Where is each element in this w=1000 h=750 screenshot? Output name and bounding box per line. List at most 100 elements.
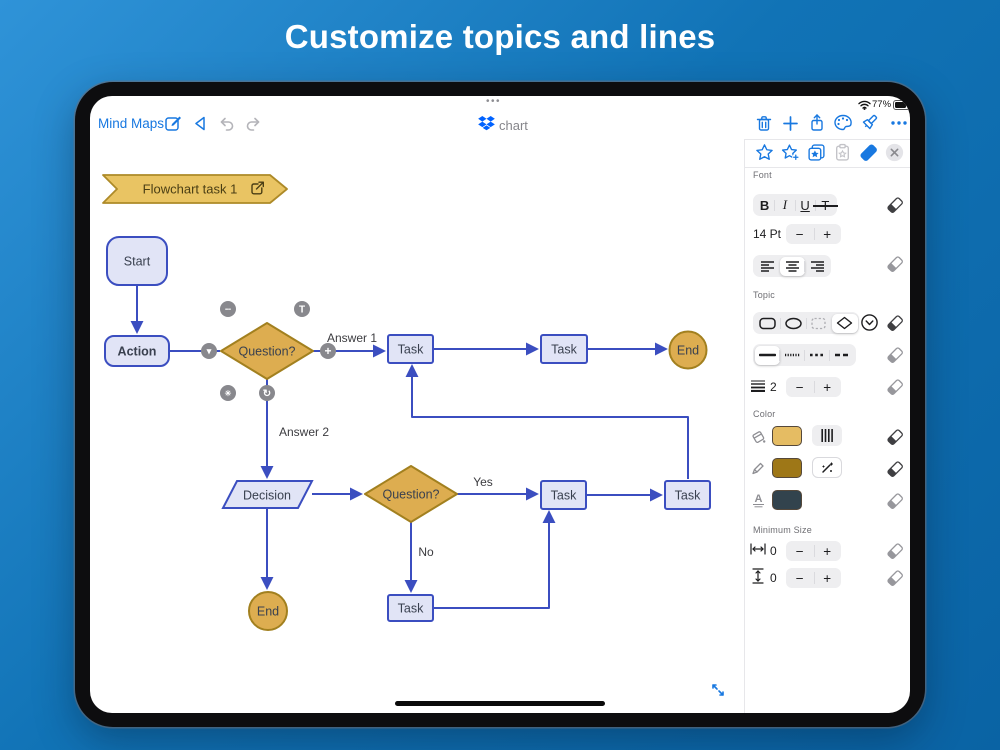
clear-style-icon[interactable] <box>859 143 878 162</box>
flowchart-node-end[interactable]: End <box>668 330 708 370</box>
underline-button[interactable]: U <box>794 196 815 215</box>
line-style-segment <box>753 344 856 366</box>
flowchart-node-task[interactable]: Task <box>540 480 587 510</box>
external-link-icon[interactable] <box>251 181 264 195</box>
flowchart-node-question[interactable]: Question? <box>364 465 458 523</box>
add-favorite-style-icon[interactable] <box>781 143 800 162</box>
home-indicator[interactable] <box>395 701 605 706</box>
style-favorite-icon[interactable] <box>755 143 774 162</box>
paste-style-icon[interactable] <box>833 143 852 162</box>
back-icon[interactable] <box>192 115 209 132</box>
line-width-decrease-button[interactable]: − <box>795 379 804 395</box>
min-width-eraser-icon[interactable] <box>886 542 904 560</box>
shape-diamond-button[interactable] <box>831 313 858 333</box>
more-shapes-icon[interactable] <box>861 314 878 331</box>
node-handle[interactable]: + <box>320 343 336 359</box>
svg-text:T: T <box>299 305 305 316</box>
fill-color-swatch[interactable] <box>772 426 802 446</box>
line-width-eraser-icon[interactable] <box>886 378 904 396</box>
shape-ellipse-button[interactable] <box>779 314 806 333</box>
node-label: Task <box>398 343 424 357</box>
trash-icon[interactable] <box>755 114 773 133</box>
node-handle[interactable]: ••• <box>220 301 236 317</box>
min-width-decrease-button[interactable]: − <box>795 543 804 559</box>
font-size-decrease-button[interactable]: − <box>795 226 804 242</box>
text-color-eraser-icon[interactable] <box>886 492 904 510</box>
node-handle[interactable]: ↻ <box>259 385 275 401</box>
flowchart-node-end[interactable]: End <box>248 591 288 631</box>
svg-text:•••: ••• <box>225 307 231 313</box>
font-size-stepper: − + <box>786 224 841 244</box>
flowchart-node-task[interactable]: Task <box>387 594 434 622</box>
flowchart-banner[interactable]: Flowchart task 1 <box>102 174 288 204</box>
shape-rounded-rect-button[interactable] <box>755 314 781 333</box>
line-width-increase-button[interactable]: + <box>813 377 842 397</box>
flowchart-node-action[interactable]: Action <box>104 335 170 367</box>
font-size-increase-button[interactable]: + <box>813 224 842 244</box>
resize-icon[interactable] <box>710 682 726 698</box>
fill-pattern-button[interactable] <box>812 425 842 446</box>
node-handle[interactable]: T <box>294 301 310 317</box>
font-style-segment: B I U T <box>753 194 838 216</box>
text-color-swatch[interactable] <box>772 490 802 510</box>
line-dashed-button[interactable] <box>829 346 855 365</box>
flowchart-node-decision[interactable]: Decision <box>221 480 314 509</box>
strikethrough-button[interactable]: T <box>813 196 838 215</box>
node-label: Task <box>675 489 701 503</box>
redo-icon[interactable] <box>244 115 262 133</box>
line-style-eraser-icon[interactable] <box>886 346 904 364</box>
line-dash-dot-button[interactable] <box>804 346 830 365</box>
flowchart-edge[interactable] <box>433 510 556 609</box>
shape-eraser-icon[interactable] <box>886 314 904 332</box>
border-color-swatch[interactable] <box>772 458 802 478</box>
node-label: Question? <box>383 488 440 502</box>
panel-divider-vertical <box>744 139 745 713</box>
copy-style-icon[interactable] <box>807 143 826 162</box>
multitask-indicator[interactable]: ••• <box>486 96 502 107</box>
line-width-stepper: − + <box>786 377 841 397</box>
node-label: Question? <box>239 345 296 359</box>
font-eraser-icon[interactable] <box>886 196 904 214</box>
line-solid-button[interactable] <box>754 345 780 365</box>
back-to-library-link[interactable]: Mind Maps <box>98 116 165 131</box>
line-dotted-button[interactable] <box>779 346 805 365</box>
min-height-decrease-button[interactable]: − <box>795 570 804 586</box>
min-height-value: 0 <box>770 571 777 585</box>
flowchart-node-task[interactable]: Task <box>664 480 711 510</box>
italic-button[interactable]: I <box>774 196 795 215</box>
svg-text:A: A <box>755 493 763 505</box>
align-left-button[interactable] <box>755 257 780 276</box>
auto-color-button[interactable] <box>812 457 842 478</box>
node-handle[interactable]: ▾ <box>201 343 217 359</box>
page-title: Customize topics and lines <box>284 18 716 55</box>
align-eraser-icon[interactable] <box>886 255 904 273</box>
node-label: Task <box>551 343 577 357</box>
wifi-icon <box>858 100 871 110</box>
align-center-button[interactable] <box>779 256 805 276</box>
shape-none-button[interactable] <box>805 314 832 333</box>
node-label: Task <box>398 602 424 616</box>
fill-color-eraser-icon[interactable] <box>886 428 904 446</box>
close-panel-icon[interactable] <box>885 143 904 162</box>
flowchart-node-question[interactable]: Question? <box>220 322 314 380</box>
style-brush-icon[interactable] <box>860 113 879 132</box>
border-color-eraser-icon[interactable] <box>886 460 904 478</box>
flowchart-node-task[interactable]: Task <box>387 334 434 364</box>
align-right-button[interactable] <box>804 257 830 276</box>
more-icon[interactable] <box>890 120 908 126</box>
undo-icon[interactable] <box>218 115 236 133</box>
min-height-increase-button[interactable]: + <box>813 568 842 588</box>
svg-text:↻: ↻ <box>263 389 271 400</box>
flowchart-node-start[interactable]: Start <box>106 236 168 286</box>
flowchart-edge[interactable] <box>405 364 689 479</box>
compose-icon[interactable] <box>164 114 183 133</box>
add-icon[interactable] <box>782 115 799 132</box>
share-icon[interactable] <box>808 113 826 133</box>
min-width-increase-button[interactable]: + <box>813 541 842 561</box>
bold-button[interactable]: B <box>759 197 770 213</box>
palette-icon[interactable] <box>833 114 853 132</box>
node-handle[interactable]: ✳ <box>220 385 236 401</box>
min-height-eraser-icon[interactable] <box>886 569 904 587</box>
flowchart-node-task[interactable]: Task <box>540 334 588 364</box>
